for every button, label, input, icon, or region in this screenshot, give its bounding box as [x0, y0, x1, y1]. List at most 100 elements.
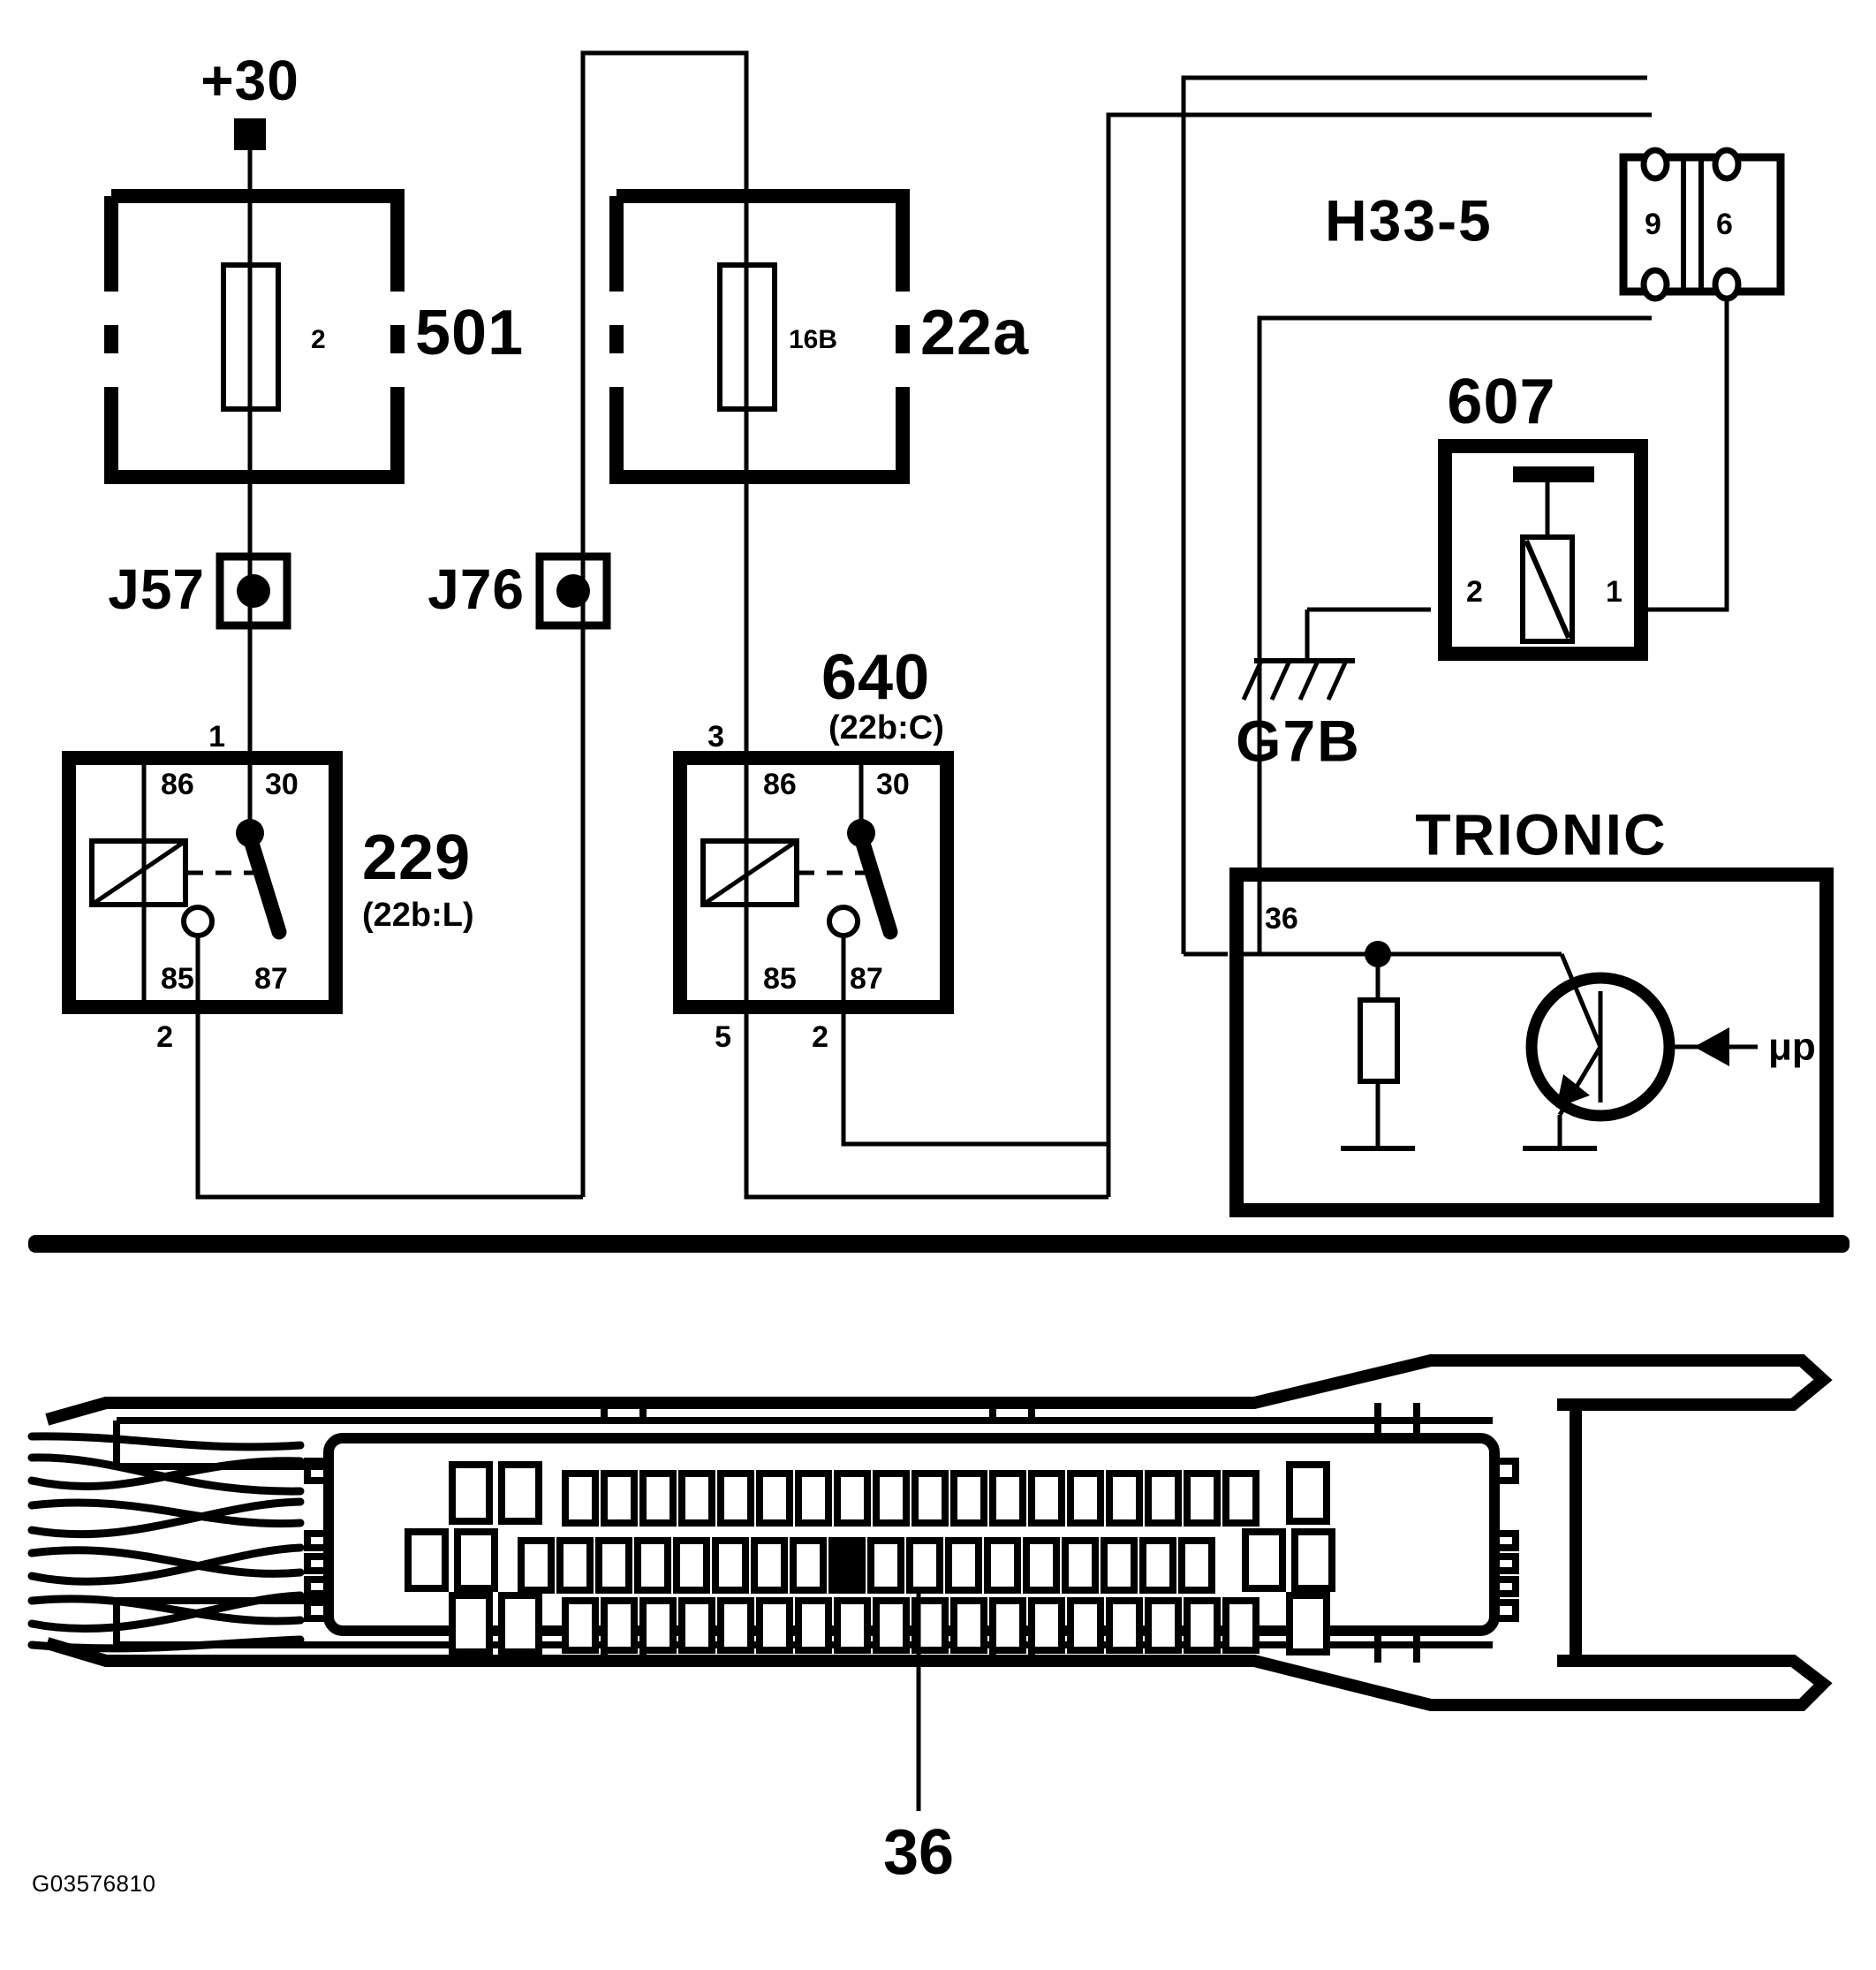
pin-small [945, 1537, 982, 1594]
connector-tab-right-2 [1494, 1530, 1519, 1551]
pin-small [795, 1597, 832, 1654]
pin-small [873, 1470, 910, 1527]
wire-h33-9-branch [1257, 315, 1652, 954]
fuse-22a[interactable]: 16B 22a [609, 189, 1029, 484]
pin-small [834, 1470, 871, 1527]
ecu-trionic-pin-36-label: 36 [1265, 902, 1298, 936]
pin-large [449, 1592, 493, 1656]
pin-small [1139, 1537, 1176, 1594]
relay-229[interactable]: 1 86 30 85 87 2 229 (22b:L) [62, 720, 474, 1054]
power-supply-label: +30 [200, 49, 299, 112]
pin-small [1145, 1597, 1182, 1654]
relay-229-terminal-30: 30 [265, 768, 299, 801]
pin-small [1028, 1470, 1065, 1527]
connector-shell-top [45, 1354, 1833, 1426]
relay-229-sub: (22b:L) [362, 897, 474, 934]
harness-wire-8 [27, 1591, 305, 1633]
harness-wire-6 [27, 1543, 305, 1586]
relay-640-pin5-label: 5 [715, 1020, 731, 1054]
harness-wire-1 [27, 1453, 305, 1496]
pin-large [449, 1461, 493, 1525]
pin-small [678, 1597, 715, 1654]
connector-pin-row-bottom [449, 1592, 1330, 1656]
ecu-trionic[interactable]: TRIONIC 36 μp [1229, 801, 1834, 1217]
ecu-microprocessor-label: μp [1768, 1026, 1816, 1069]
pin-small [634, 1537, 671, 1594]
fuse-501-terminal-label: 2 [311, 325, 326, 354]
pin-highlighted-36 [828, 1537, 866, 1594]
wire-relay229-pin2 [195, 1007, 583, 1200]
relay-640-body [673, 751, 954, 1014]
fuse-22a-element [717, 262, 777, 412]
relay-229-pin2-label: 2 [156, 1020, 173, 1054]
pin-small [950, 1470, 987, 1527]
component-607-armature-bar [1513, 466, 1594, 482]
connector-physical-view: 36 [27, 1354, 1833, 1888]
pin-small [1106, 1470, 1143, 1527]
component-607-pin-1: 1 [1606, 575, 1623, 609]
pin-small [1101, 1537, 1138, 1594]
pin-large [454, 1528, 498, 1592]
relay-229-no-contact [181, 905, 215, 938]
fuse-22a-box-bottom [609, 387, 910, 484]
fuse-501-id: 501 [415, 298, 524, 368]
component-607-body [1438, 439, 1648, 661]
pin-small [795, 1470, 832, 1527]
pin-small [1184, 1470, 1221, 1527]
component-607[interactable]: 607 2 1 [1438, 367, 1648, 661]
connector-h33-5-terminal-9-bottom [1640, 267, 1670, 302]
relay-640-terminal-87: 87 [850, 962, 883, 996]
splice-j76[interactable]: J76 [427, 552, 611, 630]
pin-small [751, 1537, 788, 1594]
pin-small [790, 1537, 827, 1594]
pin-small [717, 1470, 754, 1527]
splice-j76-dot [556, 574, 590, 608]
pin-small [873, 1597, 910, 1654]
pin-large [1242, 1528, 1286, 1592]
pin-large [1291, 1528, 1335, 1592]
wire-relay640-pin5 [744, 1007, 1108, 1200]
relay-229-terminal-86: 86 [161, 768, 194, 801]
fuse-501[interactable]: 2 501 [104, 189, 524, 484]
relay-229-contact-arm [242, 830, 287, 940]
connector-h33-5[interactable]: H33-5 9 6 [1325, 147, 1785, 302]
ground-g7b-hatch-1 [1241, 659, 1264, 701]
harness-wire-9 [27, 1432, 305, 1451]
wire-relay640-pin2 [841, 1007, 1108, 1147]
relay-229-pin1-label: 1 [208, 720, 225, 754]
harness-wire-5 [27, 1546, 305, 1578]
relay-640-terminal-30: 30 [876, 768, 910, 801]
connector-tab-right-5 [1494, 1599, 1519, 1622]
pin-small [1178, 1537, 1215, 1594]
harness-wire-3 [27, 1498, 305, 1528]
ground-g7b-hatch-2 [1269, 659, 1292, 701]
connector-tab-left-1 [304, 1458, 329, 1484]
pin-small [912, 1470, 949, 1527]
relay-640-terminal-85: 85 [763, 962, 797, 996]
ground-g7b-label: G7B [1236, 708, 1361, 773]
relay-640[interactable]: 3 86 30 85 87 5 2 640 (22b:C) [673, 642, 954, 1054]
pin-large [498, 1592, 542, 1656]
splice-j57[interactable]: J57 [108, 552, 291, 630]
ground-g7b-hatch-3 [1297, 659, 1320, 701]
pin-small [756, 1597, 793, 1654]
ecu-base-drive-arrow [1694, 1027, 1729, 1066]
pin-small [639, 1597, 677, 1654]
component-607-pin-2: 2 [1466, 575, 1483, 609]
pin-small [1145, 1470, 1182, 1527]
pin-small [1067, 1470, 1104, 1527]
pin-large [498, 1461, 542, 1525]
harness-wire-4 [27, 1497, 305, 1539]
pin-small [595, 1537, 632, 1594]
relay-640-contact-arm [853, 830, 898, 940]
pin-small [556, 1537, 594, 1594]
wire-to-h33-top [1181, 75, 1647, 954]
splice-j57-box [216, 552, 291, 630]
splice-j76-box [535, 552, 611, 630]
connector-pin-row-middle [405, 1528, 1335, 1594]
relay-229-terminal-87: 87 [254, 962, 288, 996]
pin-small [867, 1537, 904, 1594]
component-607-id: 607 [1447, 367, 1555, 437]
connector-tab-left-5 [304, 1599, 329, 1622]
